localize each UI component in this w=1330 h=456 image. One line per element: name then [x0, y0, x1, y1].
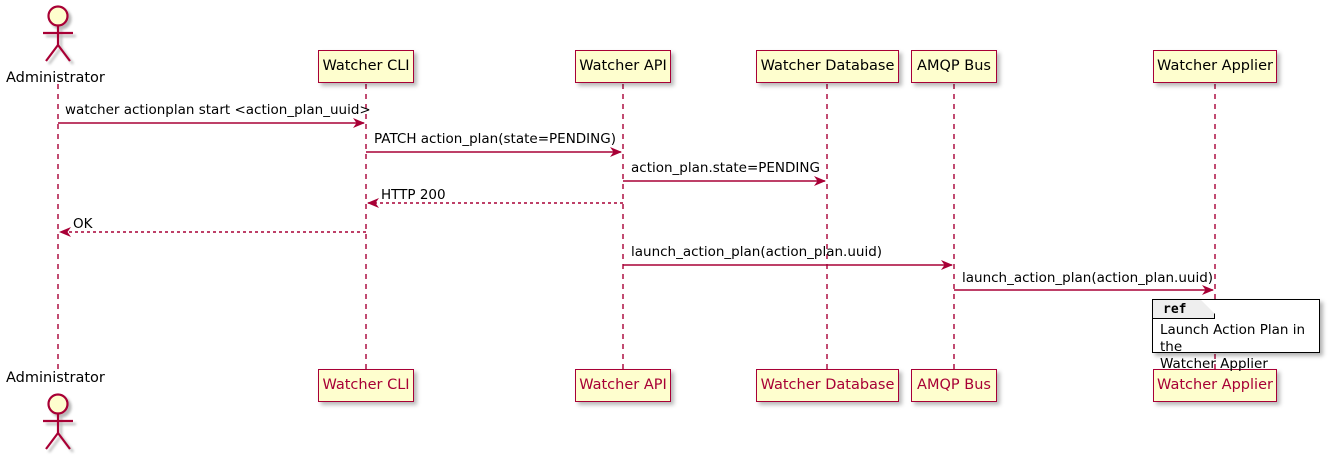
- participant-label-watcher-applier-bottom: Watcher Applier: [1157, 377, 1273, 394]
- participant-label-watcher-cli-top: Watcher CLI: [322, 58, 410, 75]
- participant-box-watcher-database-bottom[interactable]: Watcher Database: [756, 369, 899, 402]
- ref-fragment-body-line-1: Launch Action Plan in the: [1160, 322, 1306, 355]
- actor-administrator-top-figure: [43, 5, 73, 62]
- lifelines-group: [57, 84, 1216, 372]
- message-label-7: launch_action_plan(action_plan.uuid): [962, 270, 1214, 286]
- participant-label-watcher-database-bottom: Watcher Database: [760, 377, 895, 394]
- message-label-2: PATCH action_plan(state=PENDING): [374, 131, 616, 147]
- ref-fragment-body: Launch Action Plan in the Watcher Applie…: [1160, 322, 1314, 373]
- ref-fragment-box[interactable]: ref Launch Action Plan in the Watcher Ap…: [1152, 299, 1320, 372]
- message-label-3: action_plan.state=PENDING: [631, 160, 820, 176]
- message-label-5: OK: [73, 216, 93, 232]
- participant-box-watcher-applier-bottom[interactable]: Watcher Applier: [1153, 369, 1277, 402]
- ref-fragment-body-line-2: Watcher Applier: [1160, 356, 1268, 372]
- participant-label-watcher-database-top: Watcher Database: [760, 58, 895, 75]
- actor-label-administrator-top: Administrator: [6, 70, 105, 86]
- participant-label-amqp-bus-bottom: AMQP Bus: [917, 377, 991, 394]
- participant-label-watcher-api-bottom: Watcher API: [579, 377, 667, 394]
- participant-label-watcher-cli-bottom: Watcher CLI: [322, 377, 410, 394]
- message-label-1: watcher actionplan start <action_plan_uu…: [65, 102, 371, 118]
- participant-box-watcher-applier-top[interactable]: Watcher Applier: [1153, 50, 1277, 83]
- participant-box-amqp-bus-top[interactable]: AMQP Bus: [911, 50, 997, 83]
- actor-administrator-bottom-figure: [43, 393, 73, 450]
- participant-label-watcher-applier-top: Watcher Applier: [1157, 58, 1273, 75]
- message-label-6: launch_action_plan(action_plan.uuid): [631, 244, 883, 260]
- participant-label-amqp-bus-top: AMQP Bus: [917, 58, 991, 75]
- participant-box-watcher-cli-bottom[interactable]: Watcher CLI: [318, 369, 414, 402]
- message-arrows-group: [58, 118, 1214, 295]
- participant-box-watcher-api-top[interactable]: Watcher API: [575, 50, 671, 83]
- ref-fragment-tab-label: ref: [1153, 300, 1215, 319]
- participant-label-watcher-api-top: Watcher API: [579, 58, 667, 75]
- participant-box-watcher-database-top[interactable]: Watcher Database: [756, 50, 899, 83]
- participant-box-amqp-bus-bottom[interactable]: AMQP Bus: [911, 369, 997, 402]
- participant-box-watcher-cli-top[interactable]: Watcher CLI: [318, 50, 414, 83]
- message-label-4: HTTP 200: [381, 187, 446, 203]
- actor-label-administrator-bottom: Administrator: [6, 370, 105, 386]
- participant-box-watcher-api-bottom[interactable]: Watcher API: [575, 369, 671, 402]
